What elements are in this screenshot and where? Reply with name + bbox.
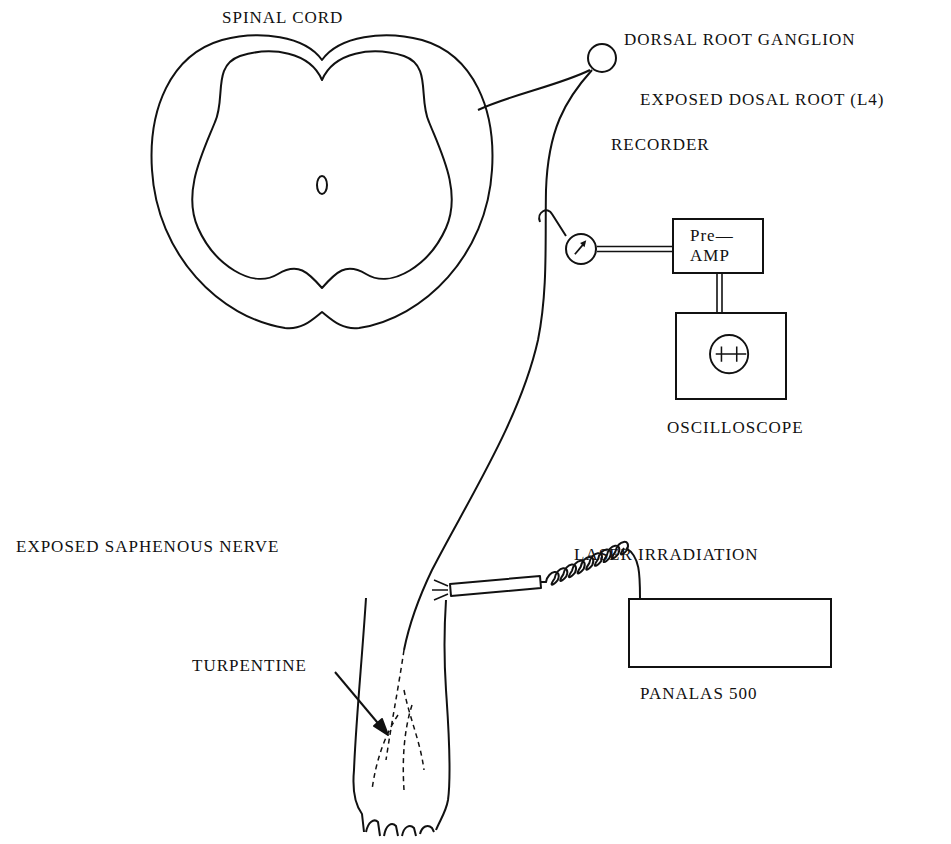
preamp-box: Pre— AMP [672,218,764,274]
meter-needle [567,235,595,263]
oscilloscope-box: OSCILLOSCOPE [675,312,787,400]
nerve-fiber [404,70,592,650]
spinal-cord-outline [152,35,493,328]
recorder-meter: RECORDER [565,233,597,265]
central-canal [317,176,327,194]
laser-rays [432,580,448,600]
part-label: DORSAL ROOT GANGLION [624,30,856,50]
signal-cable [717,274,722,312]
box-label: Pre— AMP [690,226,746,265]
saphenous-branches [372,650,424,790]
laser-unit-box: PANALAS 500 [628,598,832,668]
part-label: LASER IRRADIATION [574,545,759,565]
part-label: OSCILLOSCOPE [667,418,804,438]
gray-matter [192,51,452,288]
part-label: SPINAL CORD [222,8,343,28]
laser-probe [450,576,541,596]
turpentine-arrow [335,672,382,728]
leg-outline [353,598,449,836]
signal-cable [597,247,672,252]
part-label: TURPENTINE [192,656,307,676]
dorsal-root-ganglion [588,44,616,72]
part-label: RECORDER [611,135,710,155]
arrowhead [374,719,388,735]
part-label: EXPOSED DOSAL ROOT (L4) [640,90,884,110]
dorsal-root [478,70,590,110]
part-label: PANALAS 500 [640,684,758,704]
scope-screen [677,314,785,398]
hook-electrode [539,210,566,236]
part-label: EXPOSED SAPHENOUS NERVE [16,537,279,557]
